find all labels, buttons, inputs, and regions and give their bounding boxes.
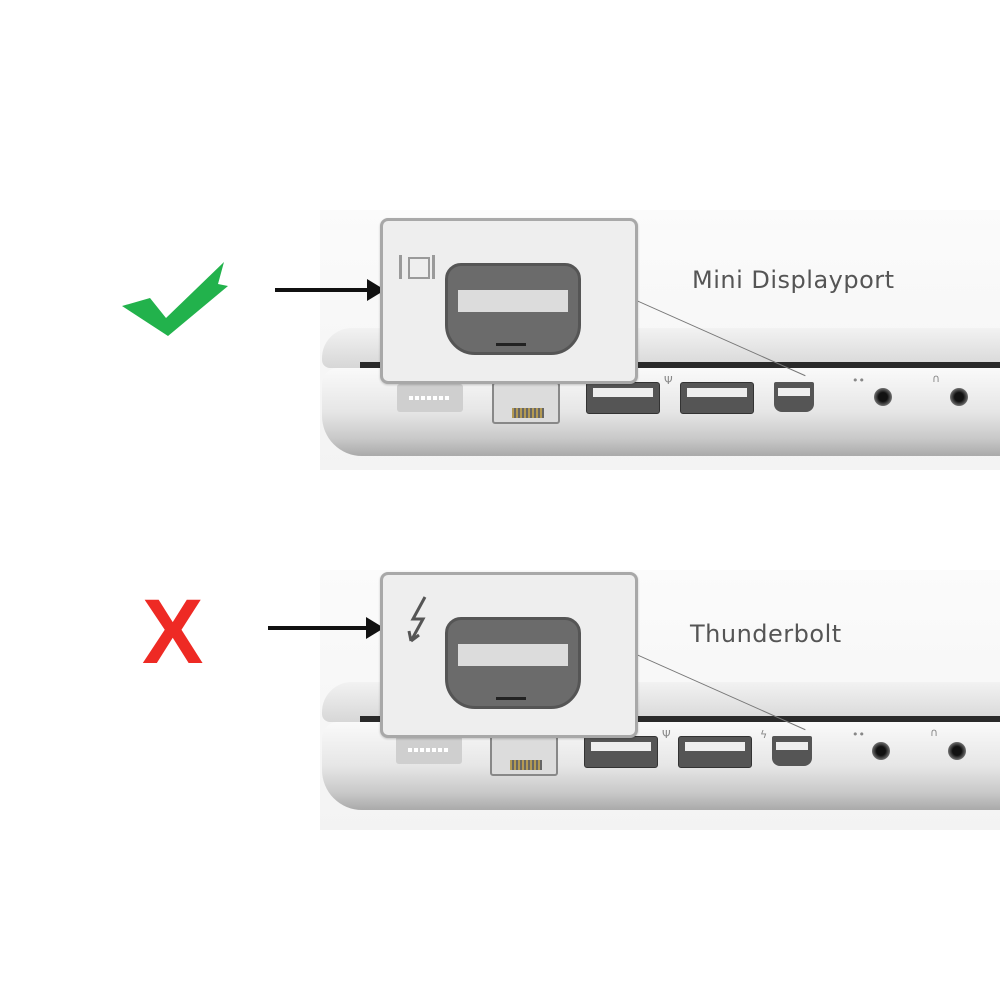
port-callout — [380, 572, 638, 738]
headphones-icon: ∩ — [932, 372, 941, 385]
mic-icon: •• — [852, 374, 865, 387]
thunderbolt-small-icon: ϟ — [760, 728, 768, 741]
headphones-icon: ∩ — [930, 726, 939, 739]
usb-icon: Ψ — [662, 728, 671, 741]
usb-port-1 — [584, 736, 658, 768]
headphone-jack — [950, 388, 968, 406]
laptop-gap — [360, 362, 1000, 368]
mini-displayport-port — [774, 382, 814, 412]
usb-port-2 — [678, 736, 752, 768]
thunderbolt-icon — [407, 596, 427, 643]
laptop-gap — [360, 716, 1000, 722]
arrow-icon — [268, 617, 384, 639]
port-callout — [380, 218, 638, 384]
usb-port-1 — [586, 382, 660, 414]
magsafe-port — [397, 384, 463, 412]
headphone-jack — [948, 742, 966, 760]
panel-thunderbolt: X Thunderbolt Ψ ϟ •• ∩ — [0, 570, 1000, 870]
mini-displayport-closeup — [445, 263, 581, 355]
usb-port-2 — [680, 382, 754, 414]
thunderbolt-closeup — [445, 617, 581, 709]
x-icon: X — [142, 581, 204, 683]
magsafe-port — [396, 736, 462, 764]
thunderbolt-port — [772, 736, 812, 766]
port-label: Mini Displayport — [692, 266, 895, 294]
port-label: Thunderbolt — [690, 620, 842, 648]
audio-in-jack — [874, 388, 892, 406]
arrow-icon — [275, 279, 385, 301]
mic-icon: •• — [852, 728, 865, 741]
ethernet-port — [490, 734, 558, 776]
check-icon — [122, 262, 228, 336]
audio-in-jack — [872, 742, 890, 760]
usb-icon: Ψ — [664, 374, 673, 387]
displayport-icon — [399, 255, 437, 279]
ethernet-port — [492, 382, 560, 424]
panel-mini-displayport: Mini Displayport Ψ •• ∩ — [0, 210, 1000, 510]
